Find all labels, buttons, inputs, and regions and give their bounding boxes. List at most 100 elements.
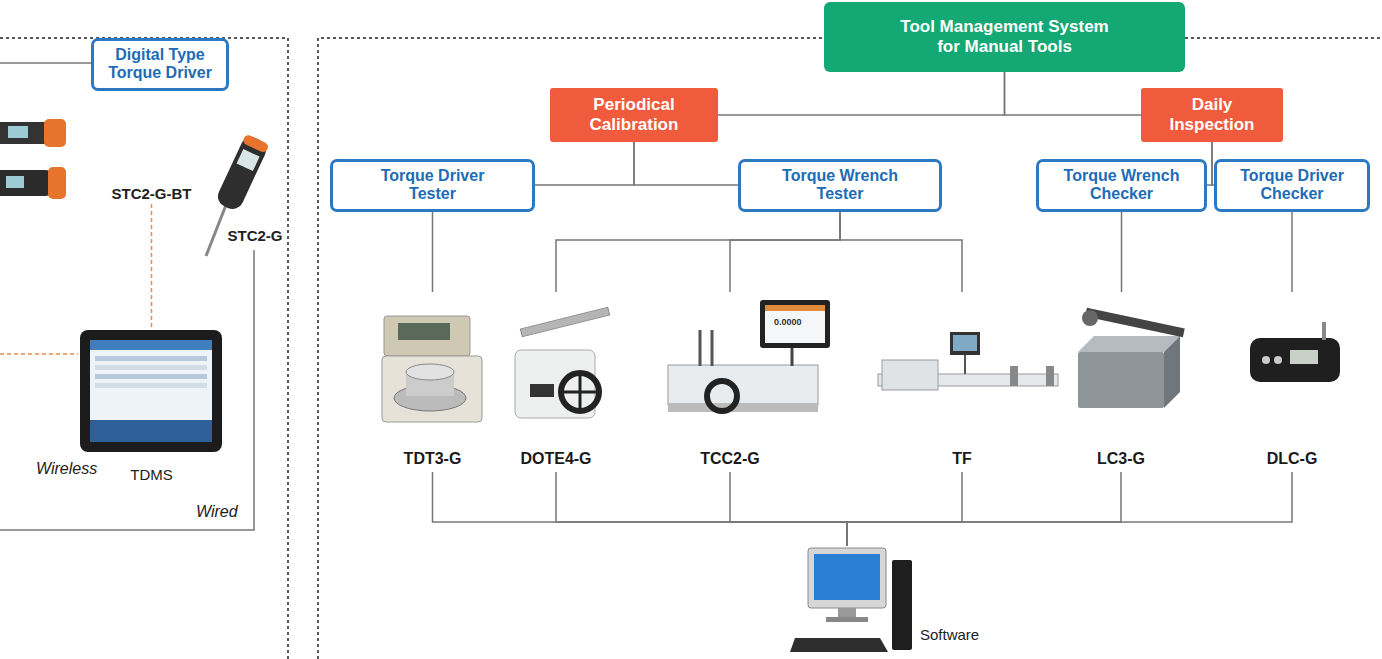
connector-line [847, 472, 1121, 546]
connector-line [847, 472, 962, 546]
screen-row [95, 383, 207, 388]
tool-cap [44, 119, 66, 147]
checker-body [1250, 338, 1340, 382]
checker-button [1262, 356, 1270, 364]
link-label: Wireless [36, 460, 97, 478]
node-text: Torque Wrench Checker [1052, 167, 1192, 204]
wireless-line [0, 353, 78, 355]
connector-line [847, 472, 1292, 546]
connector-line [1005, 72, 1142, 115]
node-text: LC3-G [1097, 450, 1145, 468]
model-label: STC2-G-BT [106, 182, 197, 204]
hand-wheel [561, 373, 599, 411]
tester-post [711, 330, 714, 366]
hand-wheel [561, 391, 599, 394]
tablet-screen [90, 340, 212, 442]
checker-shaft [1322, 322, 1326, 340]
checker-side [1164, 336, 1180, 408]
tester-body [382, 356, 482, 422]
connector-line [840, 212, 962, 293]
node-text: STC2-G-BT [112, 185, 192, 202]
connector-line [535, 142, 634, 185]
connector-line [432, 212, 434, 293]
node-text: DOTE4-G [520, 450, 591, 468]
connector-line [556, 472, 847, 546]
checker-display [1290, 350, 1318, 364]
connector-line [1291, 212, 1293, 293]
node-text: Daily Inspection [1162, 95, 1262, 134]
driver-handle [214, 134, 269, 213]
node-text: TDMS [130, 466, 173, 483]
monitor-screen [953, 335, 977, 351]
tester-display [398, 323, 450, 340]
dashed-panel [318, 38, 1382, 659]
connector-line [151, 204, 153, 328]
checker-button [1274, 356, 1282, 364]
screen-row [95, 356, 207, 361]
monitor-screen [814, 554, 880, 600]
node-text: TDT3-G [404, 450, 462, 468]
tablet-device: TDMS [78, 328, 225, 483]
tablet-stand [791, 346, 794, 366]
screen-row [95, 374, 207, 379]
checker-body [1078, 352, 1164, 408]
node-text: DLC-G [1267, 450, 1318, 468]
node-text: Software [920, 626, 979, 643]
monitor-stand [826, 617, 868, 622]
driver-shaft [206, 205, 226, 256]
screen-reading: 0.0000 [774, 317, 802, 327]
node-text: TF [952, 450, 972, 468]
product-item: TDT3-G [373, 292, 492, 472]
tool-display [8, 126, 28, 138]
bench-box [882, 360, 938, 390]
connector-line [634, 142, 738, 185]
keyboard [790, 638, 888, 652]
tester-post [699, 330, 702, 366]
monitor [950, 332, 980, 355]
tester-base [668, 365, 818, 405]
node-text: Periodical Calibration [574, 95, 694, 134]
bench-clamp [1010, 366, 1018, 386]
tester-chuck [406, 364, 454, 380]
tester-arm [520, 307, 609, 337]
node-text: STC2-G [227, 227, 282, 244]
category-box: Digital Type Torque Driver [91, 38, 229, 91]
monitor-stand [964, 354, 966, 374]
product-item: DOTE4-G [501, 292, 611, 472]
tester-panel [384, 316, 470, 356]
checker-wrench [1082, 310, 1098, 326]
handle-display [237, 149, 260, 171]
tool-box: Torque Wrench Tester [738, 159, 942, 212]
link-label: Wired [196, 503, 238, 521]
system-box: Tool Management System for Manual Tools [824, 2, 1185, 72]
screen-footer [90, 420, 212, 442]
tablet-frame [760, 300, 830, 348]
category-box: Daily Inspection [1141, 88, 1283, 142]
wire-line [0, 250, 254, 530]
tool-box: Torque Wrench Checker [1036, 159, 1207, 212]
monitor-stand [838, 608, 856, 618]
connector-line [718, 72, 1005, 115]
connector-line [1121, 212, 1123, 293]
checker-top [1078, 336, 1180, 352]
tool-cap [48, 167, 66, 199]
connector-line [433, 472, 848, 546]
tool-box: Torque Driver Checker [1214, 159, 1370, 212]
leader-line [0, 62, 95, 64]
tablet-screen [765, 305, 825, 343]
handle-body [214, 134, 269, 213]
node-text: Tool Management System for Manual Tools [893, 17, 1117, 58]
tester-base [668, 403, 818, 412]
category-box: Periodical Calibration [550, 88, 718, 142]
pc-tower [892, 560, 912, 650]
software-pc: Software [790, 546, 985, 656]
node-text: TCC2-G [700, 450, 760, 468]
screen-row [95, 365, 207, 370]
tool-display [6, 176, 24, 188]
product-item: LC3-G [1061, 292, 1181, 472]
product-item: DLC-G [1237, 292, 1347, 472]
tester-display [530, 384, 554, 397]
hand-wheel [707, 381, 737, 411]
